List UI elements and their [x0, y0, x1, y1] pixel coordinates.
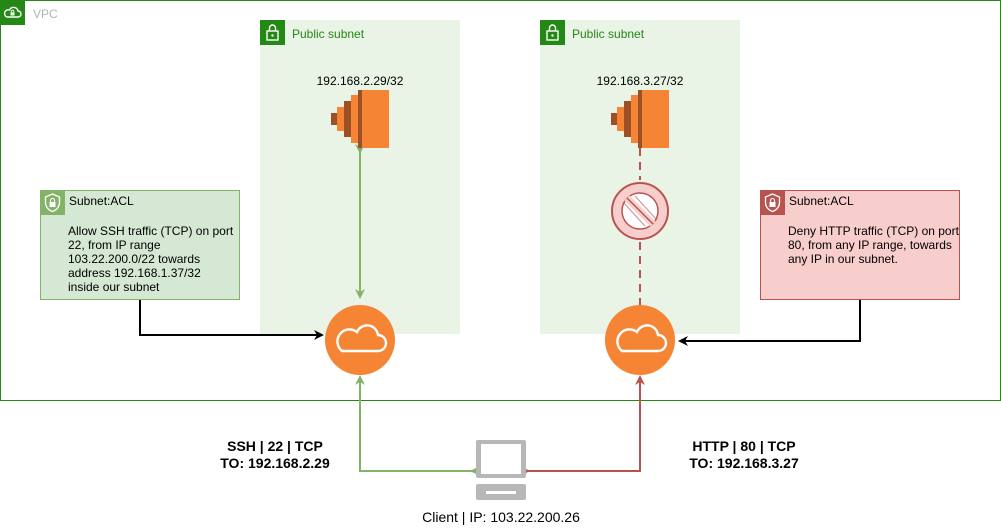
rule-line: Allow SSH traffic (TCP) on port	[68, 224, 234, 238]
acl-allow-box	[40, 190, 240, 300]
rule-line: 22, from IP range	[68, 238, 161, 252]
client-computer-icon	[476, 440, 526, 500]
rule-line: Deny HTTP traffic (TCP) on port	[788, 224, 959, 238]
rule-line: 103.22.200.0/22 towards	[68, 252, 201, 266]
acl-deny-box	[760, 190, 960, 300]
blocked-icon	[611, 182, 669, 240]
acl-title: Subnet:ACL	[69, 194, 134, 208]
client-label: Client | IP: 103.22.200.26	[422, 509, 580, 525]
http-protocol: HTTP | 80 | TCP	[692, 438, 796, 454]
vpc-label: VPC	[33, 7, 58, 21]
ssh-protocol: SSH | 22 | TCP	[227, 438, 323, 454]
rule-line: any IP in our subnet.	[788, 252, 898, 266]
rule-line: inside our subnet	[68, 280, 160, 294]
ssh-connection-label: SSH | 22 | TCP TO: 192.168.2.29	[200, 438, 350, 472]
internet-gateway-icon	[325, 305, 395, 375]
ec2-instance-icon	[331, 90, 389, 148]
lock-icon	[260, 20, 285, 45]
ssh-destination: TO: 192.168.2.29	[220, 455, 330, 471]
http-connection-label: HTTP | 80 | TCP TO: 192.168.3.27	[664, 438, 824, 472]
instance-ip-label: 192.168.3.27/32	[596, 74, 684, 88]
lock-icon	[540, 20, 565, 45]
ec2-instance-icon	[611, 90, 669, 148]
acl-deny-rule: Deny HTTP traffic (TCP) on port 80, from…	[788, 224, 968, 266]
rule-line: 80, from any IP range, towards	[788, 238, 952, 252]
http-client-connector	[520, 375, 645, 476]
ssh-client-connector	[355, 375, 480, 476]
rule-line: address 192.168.1.37/32	[68, 266, 201, 280]
subnet-label: Public subnet	[292, 27, 365, 41]
lock-shield-icon	[40, 190, 65, 215]
acl-deny-connector	[678, 300, 861, 346]
instance-ip-label: 192.168.2.29/32	[316, 74, 404, 88]
subnet-label: Public subnet	[572, 27, 645, 41]
internet-gateway-icon	[605, 305, 675, 375]
acl-allow-rule: Allow SSH traffic (TCP) on port 22, from…	[68, 224, 248, 294]
http-destination: TO: 192.168.3.27	[689, 455, 799, 471]
cloud-lock-icon	[0, 0, 25, 25]
acl-title: Subnet:ACL	[789, 194, 854, 208]
acl-allow-connector	[139, 300, 324, 340]
lock-shield-icon	[760, 190, 785, 215]
